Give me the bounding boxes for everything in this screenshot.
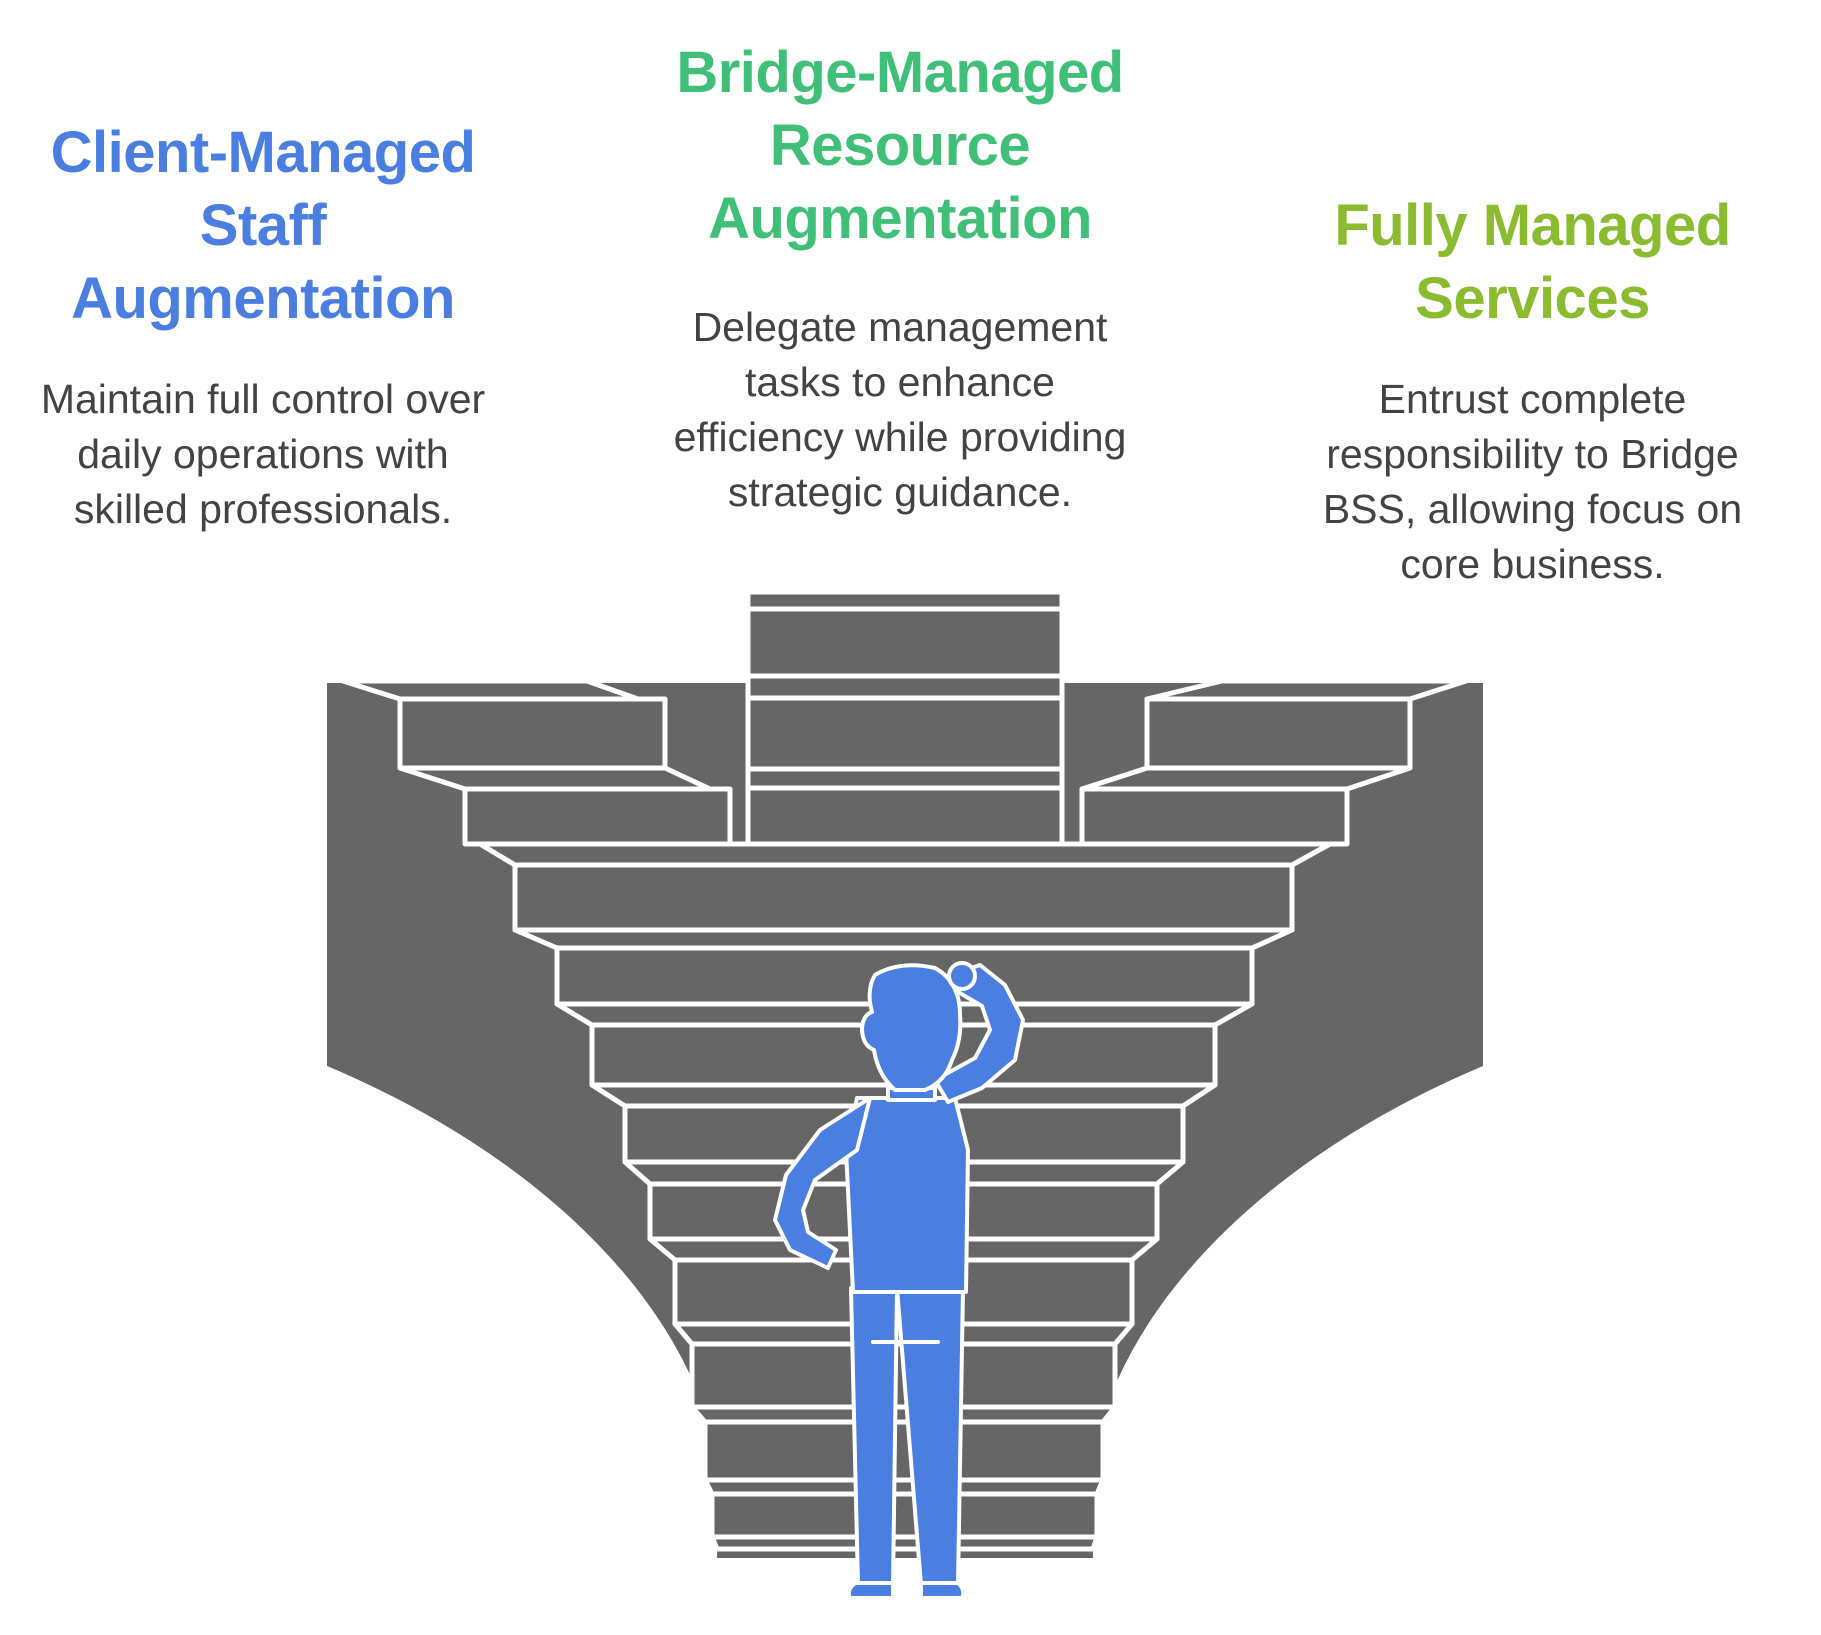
right-tier-2-top	[1079, 765, 1413, 792]
center-tower-block-1	[745, 589, 1065, 612]
person-left-shoe	[846, 1581, 895, 1600]
option-description: Maintain full control over daily operati…	[40, 376, 486, 532]
center-tower-block-5	[745, 766, 1065, 791]
option-title: Client-Managed Staff Augmentation	[50, 120, 476, 331]
left-tier-top	[340, 678, 641, 702]
option-description: Entrust complete responsibility to Bridg…	[1322, 376, 1743, 587]
option-title: Fully Managed Services	[1334, 193, 1731, 331]
option-description: Delegate management tasks to enhance eff…	[673, 304, 1127, 515]
step-top-2	[512, 927, 1295, 951]
right-tier-1	[1144, 696, 1413, 771]
left-tier-1	[397, 696, 668, 771]
left-tier-2	[462, 786, 733, 847]
center-tower-block-4	[745, 695, 1065, 772]
person-hand	[947, 961, 977, 991]
step-top-1	[477, 841, 1333, 868]
center-tower-block-3	[745, 673, 1065, 701]
step-8	[702, 1419, 1106, 1483]
thinking-person-icon	[773, 961, 1025, 1600]
person-left-leg	[849, 1286, 899, 1587]
center-tower-block-6	[745, 785, 1065, 847]
person-left-arm	[773, 1096, 872, 1270]
person-right-shoe	[919, 1581, 966, 1600]
center-tower-block-2	[745, 606, 1065, 679]
option-title: Bridge-Managed Resource Augmentation	[676, 40, 1124, 251]
step-9	[709, 1491, 1100, 1540]
step-1	[512, 862, 1295, 933]
step-top-10	[709, 1534, 1100, 1552]
right-tier-2	[1079, 786, 1350, 847]
